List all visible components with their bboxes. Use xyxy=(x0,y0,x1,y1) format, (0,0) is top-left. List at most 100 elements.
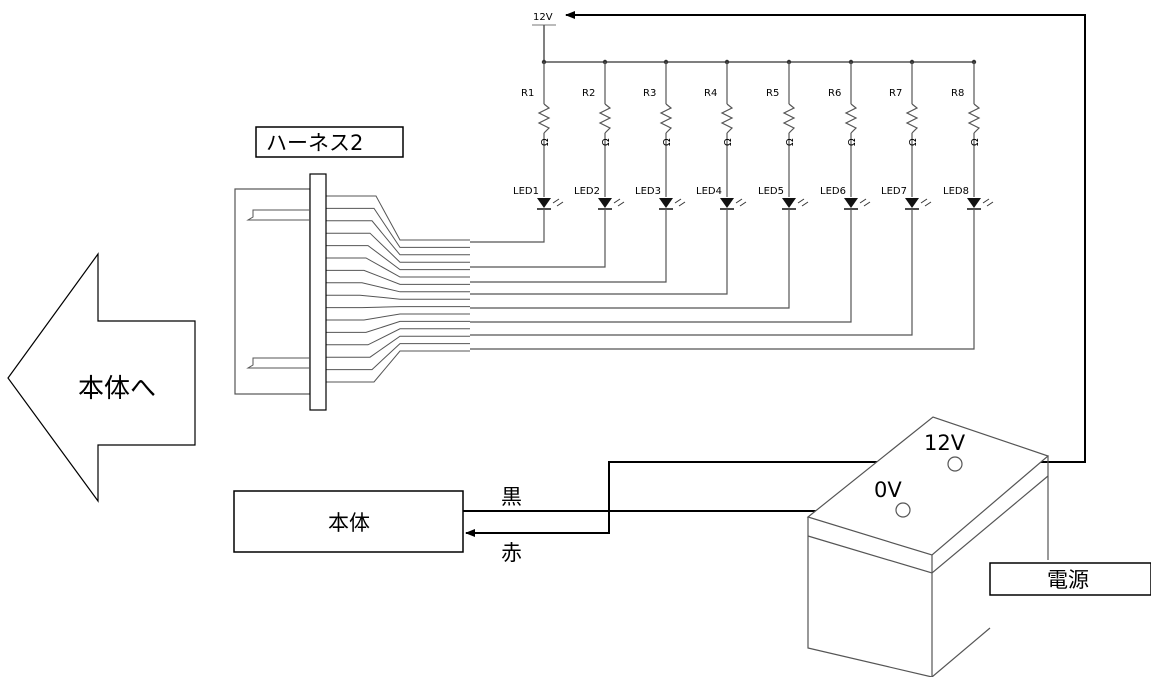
led-label: LED5 xyxy=(758,186,784,197)
led-return-wire xyxy=(470,209,975,350)
led-branch-4: R4Ω LED4 xyxy=(470,59,747,295)
resistor-ref: R1 xyxy=(521,88,534,99)
power-source-box xyxy=(989,562,1151,596)
harness-wire xyxy=(326,350,470,383)
to-main-unit-label: 本体へ xyxy=(78,374,156,404)
resistor-symbol xyxy=(598,103,612,134)
harness-wire xyxy=(326,207,470,248)
harness-wire xyxy=(326,257,470,278)
battery-minus-terminal xyxy=(895,502,911,518)
harness-wire xyxy=(326,328,470,346)
led-label: LED3 xyxy=(635,186,661,197)
battery-minus-label: 0V xyxy=(874,478,902,502)
led-symbol xyxy=(659,198,673,208)
resistor-symbol xyxy=(905,103,919,134)
led-emission-icon xyxy=(797,198,809,207)
resistor-value: Ω xyxy=(970,138,981,146)
to-main-unit-arrow xyxy=(7,252,196,503)
led-return-wire xyxy=(470,209,667,283)
red-wire xyxy=(465,461,955,537)
led-branch-6: R6Ω LED6 xyxy=(470,59,871,323)
harness-wire xyxy=(326,335,470,358)
harness-wire xyxy=(326,195,470,241)
harness-wire xyxy=(326,232,470,263)
resistor-value: Ω xyxy=(785,138,796,146)
led-symbol xyxy=(720,198,734,208)
harness-label-box xyxy=(255,126,404,158)
resistor-value: Ω xyxy=(847,138,858,146)
resistor-symbol xyxy=(844,103,858,134)
led-label: LED1 xyxy=(513,186,539,197)
led-symbol xyxy=(782,198,796,208)
led-return-wire xyxy=(470,209,545,243)
led-return-wire xyxy=(470,209,606,268)
led-emission-icon xyxy=(982,198,994,207)
harness-wire xyxy=(326,343,470,371)
led-ladder: R1Ω LED1 R2Ω LED2 R3Ω LED3 R4Ω LED4 R5Ω LED5 R6Ω LE… xyxy=(470,59,994,350)
led-emission-icon xyxy=(920,198,932,207)
harness-wire xyxy=(326,313,470,321)
harness-wires xyxy=(326,195,470,383)
led-label: LED4 xyxy=(696,186,722,197)
resistor-symbol xyxy=(659,103,673,134)
resistor-value: Ω xyxy=(908,138,919,146)
led-label: LED8 xyxy=(943,186,969,197)
led-label: LED6 xyxy=(820,186,846,197)
resistor-value: Ω xyxy=(601,138,612,146)
resistor-ref: R6 xyxy=(828,88,841,99)
battery-plus-terminal xyxy=(947,456,963,472)
resistor-ref: R7 xyxy=(889,88,902,99)
power-source-label: 電源 xyxy=(1047,568,1089,592)
led-label: LED7 xyxy=(881,186,907,197)
led-symbol xyxy=(537,198,551,208)
led-branch-5: R5Ω LED5 xyxy=(470,59,809,309)
red-wire-label: 赤 xyxy=(501,541,522,565)
battery xyxy=(806,416,1050,677)
resistor-value: Ω xyxy=(723,138,734,146)
resistor-ref: R5 xyxy=(766,88,779,99)
led-symbol xyxy=(598,198,612,208)
harness-wire xyxy=(326,320,470,333)
resistor-value: Ω xyxy=(540,138,551,146)
led-emission-icon xyxy=(552,198,564,207)
led-branch-3: R3Ω LED3 xyxy=(470,59,686,283)
resistor-ref: R4 xyxy=(704,88,717,99)
led-return-wire xyxy=(470,209,728,295)
resistor-symbol xyxy=(967,103,981,134)
led-branch-8: R8Ω LED8 xyxy=(470,59,994,350)
led-branch-1: R1Ω LED1 xyxy=(470,59,564,243)
led-emission-icon xyxy=(674,198,686,207)
resistor-ref: R3 xyxy=(643,88,656,99)
led-return-wire xyxy=(470,209,790,309)
black-wire-label: 黒 xyxy=(501,485,522,509)
led-label: LED2 xyxy=(574,186,600,197)
resistor-symbol xyxy=(720,103,734,134)
supply-return-wire xyxy=(565,11,1086,463)
harness-wire xyxy=(326,269,470,285)
harness-wire xyxy=(326,306,470,309)
harness-wire xyxy=(326,220,470,256)
resistor-ref: R2 xyxy=(582,88,595,99)
led-return-wire xyxy=(470,209,913,336)
led-emission-icon xyxy=(859,198,871,207)
led-symbol xyxy=(905,198,919,208)
harness-label: ハーネス2 xyxy=(266,131,363,155)
main-unit-label: 本体 xyxy=(328,511,370,535)
resistor-symbol xyxy=(537,103,551,134)
led-emission-icon xyxy=(735,198,747,207)
led-symbol xyxy=(967,198,981,208)
led-emission-icon xyxy=(613,198,625,207)
harness-wire xyxy=(326,294,470,300)
main-unit-box xyxy=(233,490,464,553)
led-branch-7: R7Ω LED7 xyxy=(470,59,932,336)
led-branch-2: R2Ω LED2 xyxy=(470,59,625,268)
harness-connector xyxy=(234,173,327,411)
supply-top-label: 12V xyxy=(533,12,553,23)
resistor-value: Ω xyxy=(662,138,673,146)
resistor-ref: R8 xyxy=(951,88,964,99)
led-return-wire xyxy=(470,209,852,323)
resistor-symbol xyxy=(782,103,796,134)
harness-wire xyxy=(326,245,470,271)
battery-plus-label: 12V xyxy=(924,431,966,455)
